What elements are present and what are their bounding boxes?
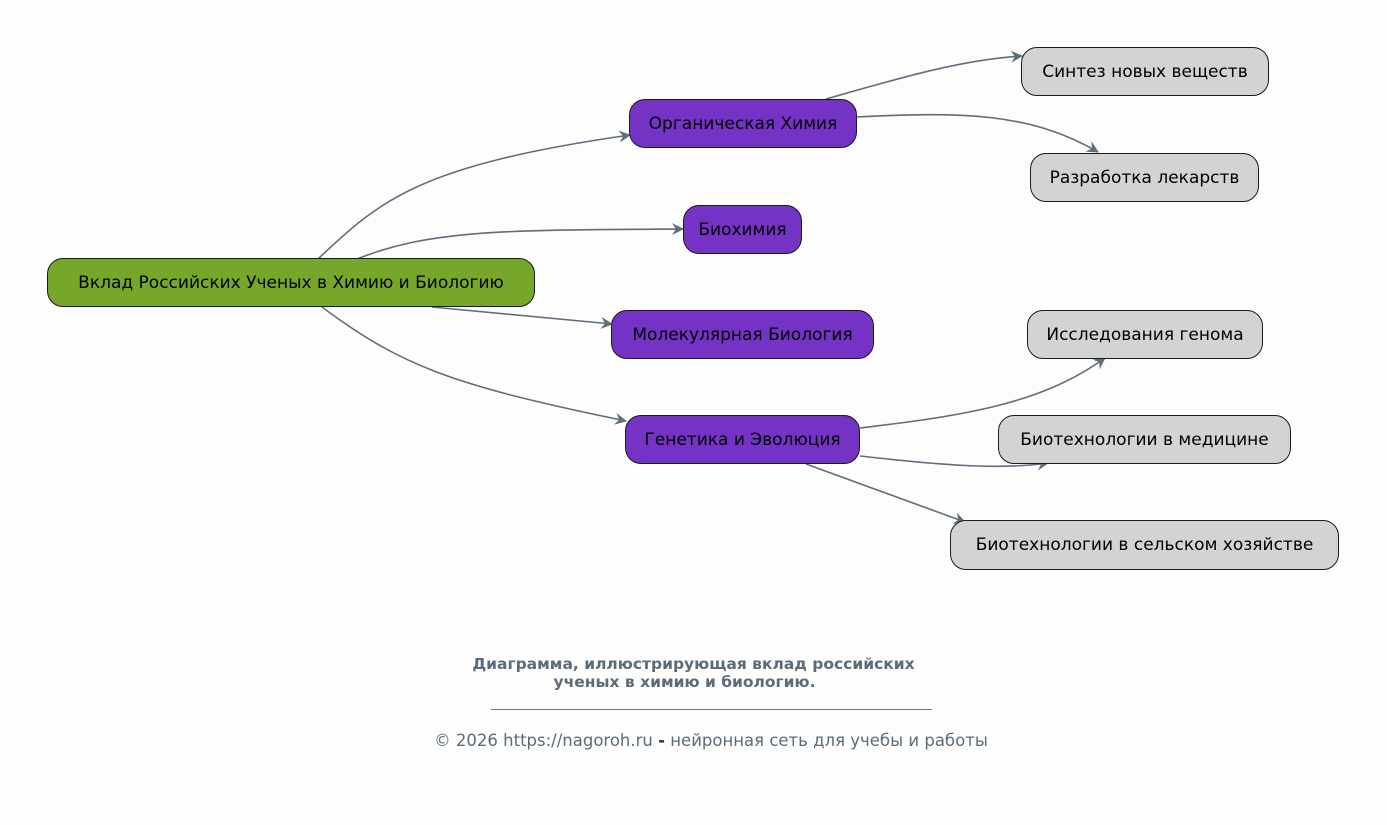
node-biotech-medicine[interactable]: Биотехнологии в медицине	[998, 415, 1291, 464]
node-synthesis[interactable]: Синтез новых веществ	[1021, 47, 1269, 96]
diagram-caption: Диаграмма, иллюстрирующая вклад российск…	[0, 655, 1387, 691]
node-root[interactable]: Вклад Российских Ученых в Химию и Биолог…	[47, 258, 535, 307]
edge-gen-biomed	[859, 455, 1049, 471]
footer-separator: -	[658, 731, 665, 750]
node-molecular-biology[interactable]: Молекулярная Биология	[611, 310, 874, 359]
node-genome-research[interactable]: Исследования генома	[1027, 310, 1263, 359]
node-molecular-biology-label: Молекулярная Биология	[632, 324, 853, 345]
footer-tagline: нейронная сеть для учебы и работы	[670, 731, 988, 750]
edge-root-mol	[431, 306, 613, 329]
edge-org-drug	[855, 113, 1099, 153]
node-biochemistry-label: Биохимия	[698, 219, 787, 240]
edge-gen-bioagri	[805, 463, 966, 524]
footer: © 2026 https://nagoroh.ru - нейронная се…	[0, 731, 1387, 750]
edge-root-gen	[321, 306, 627, 425]
footer-copyright[interactable]: © 2026 https://nagoroh.ru	[434, 731, 653, 750]
node-biochemistry[interactable]: Биохимия	[683, 205, 802, 254]
node-biotech-agriculture[interactable]: Биотехнологии в сельском хозяйстве	[950, 520, 1339, 570]
node-organic-chemistry[interactable]: Органическая Химия	[629, 99, 857, 148]
node-biotech-medicine-label: Биотехнологии в медицине	[1020, 429, 1269, 450]
node-biotech-agriculture-label: Биотехнологии в сельском хозяйстве	[975, 535, 1314, 555]
node-genetics-evolution-label: Генетика и Эволюция	[644, 429, 841, 450]
edge-root-org	[317, 130, 631, 260]
node-synthesis-label: Синтез новых веществ	[1042, 61, 1248, 82]
edge-gen-genome	[859, 357, 1106, 429]
node-drug-development[interactable]: Разработка лекарств	[1030, 153, 1259, 202]
edge-root-bio	[356, 223, 684, 260]
caption-line-1: Диаграмма, иллюстрирующая вклад российск…	[472, 655, 915, 673]
edge-org-synth	[825, 50, 1023, 100]
node-genetics-evolution[interactable]: Генетика и Эволюция	[625, 415, 860, 464]
node-drug-development-label: Разработка лекарств	[1049, 167, 1240, 188]
node-genome-research-label: Исследования генома	[1046, 324, 1244, 345]
caption-divider	[491, 709, 932, 710]
node-organic-chemistry-label: Органическая Химия	[648, 113, 838, 134]
caption-line-2: ученых в химию и биологию.	[553, 673, 816, 691]
node-root-label: Вклад Российских Ученых в Химию и Биолог…	[78, 272, 504, 293]
